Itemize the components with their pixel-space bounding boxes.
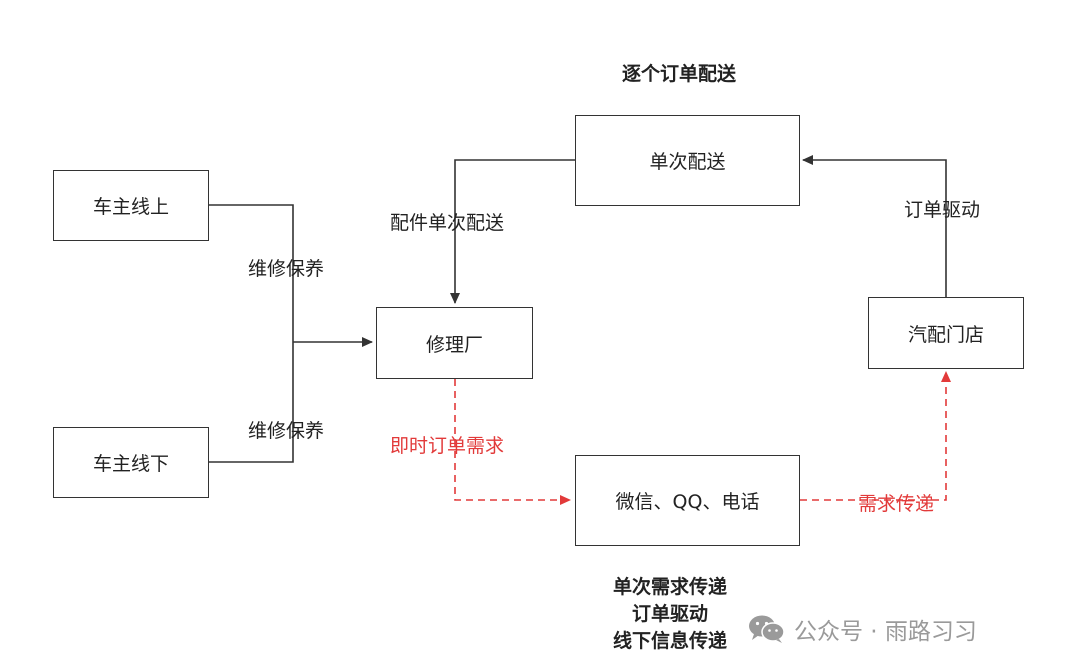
node-car-owner-offline-label: 车主线下 — [92, 453, 169, 475]
edge-label-demand-transfer: 需求传递 — [858, 493, 935, 515]
node-wechat-qq-phone: 微信、QQ、电话 — [575, 455, 800, 546]
edge-label-order-driven: 订单驱动 — [904, 199, 981, 221]
edge-label-instant-order-demand: 即时订单需求 — [390, 435, 505, 457]
caption-bottom-line-2: 订单驱动 — [631, 603, 708, 625]
node-car-owner-offline: 车主线下 — [53, 427, 209, 498]
edge-delivery-to-repair-shop — [450, 159, 575, 304]
node-wechat-qq-phone-label: 微信、QQ、电话 — [615, 491, 760, 513]
node-single-delivery-label: 单次配送 — [649, 151, 726, 173]
node-repair-shop: 修理厂 — [376, 307, 533, 379]
edge-label-maintenance-top: 维修保养 — [248, 258, 325, 280]
caption-top: 逐个订单配送 — [622, 63, 737, 85]
node-auto-parts-store: 汽配门店 — [868, 297, 1024, 369]
watermark: 公众号 · 雨路习习 — [748, 612, 977, 646]
node-repair-shop-label: 修理厂 — [425, 333, 483, 356]
edge-store-to-delivery — [802, 155, 947, 297]
edge-channels-to-store — [800, 371, 951, 501]
node-car-owner-online-label: 车主线上 — [92, 196, 169, 218]
edge-label-parts-single-delivery: 配件单次配送 — [390, 212, 505, 234]
node-auto-parts-store-label: 汽配门店 — [907, 323, 984, 346]
watermark-text: 公众号 · 雨路习习 — [794, 619, 977, 645]
caption-bottom: 单次需求传递 订单驱动 线下信息传递 — [570, 574, 770, 655]
edge-online-to-merge — [209, 204, 294, 463]
node-car-owner-online: 车主线上 — [53, 170, 209, 241]
caption-bottom-line-3: 线下信息传递 — [612, 630, 727, 652]
caption-bottom-line-1: 单次需求传递 — [612, 576, 727, 598]
edge-label-maintenance-bottom: 维修保养 — [248, 420, 325, 442]
node-single-delivery: 单次配送 — [575, 115, 800, 206]
wechat-icon — [748, 614, 786, 644]
edge-repair-shop-to-channels — [454, 379, 571, 505]
